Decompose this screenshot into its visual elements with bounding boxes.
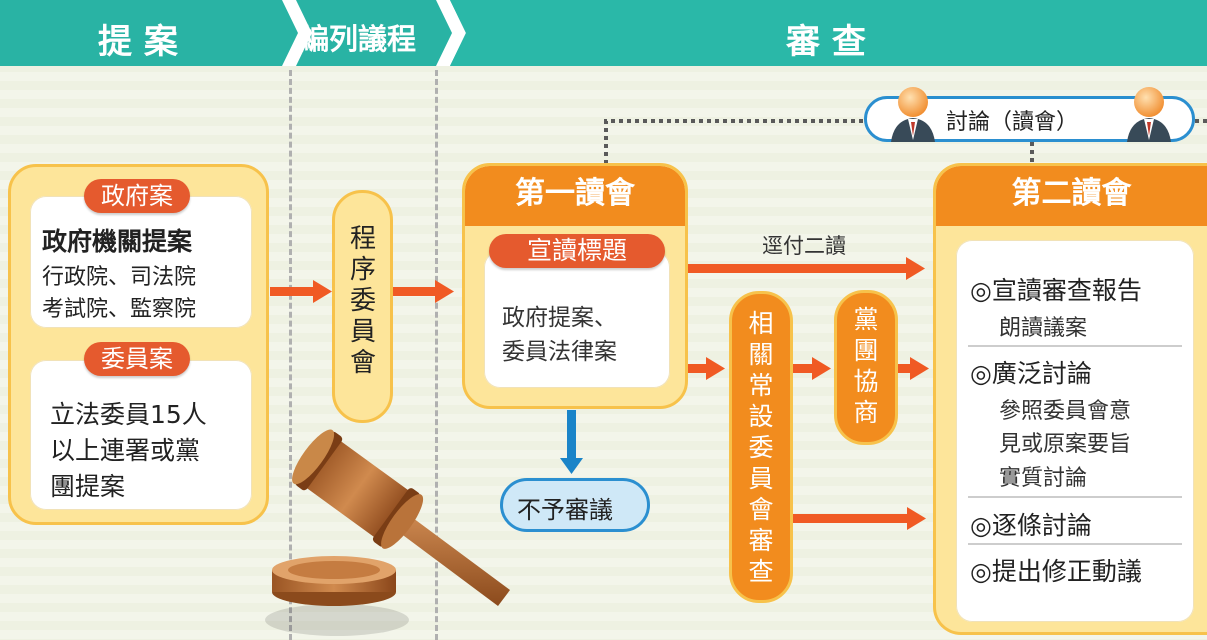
second-reading-item2-head: ◎廣泛討論 — [970, 359, 1092, 388]
second-reading-item2-sub3: 實質討論 — [999, 466, 1088, 491]
discussion-label: 討論（讀會） — [946, 110, 1079, 135]
direct-second-reading-label: 逕付二讀 — [762, 234, 846, 258]
government-bill-label: 政府案 — [84, 179, 190, 213]
person-icon — [891, 87, 935, 142]
header-proposal: 提 案 — [98, 22, 178, 62]
first-reading-line2: 委員法律案 — [502, 339, 617, 365]
divider — [968, 543, 1182, 545]
header-agenda: 編列議程 — [300, 22, 417, 56]
government-bill-line2: 行政院、司法院 — [42, 265, 197, 290]
second-reading-item4-head: ◎提出修正動議 — [970, 557, 1142, 586]
divider — [968, 345, 1182, 347]
first-reading-line1: 政府提案、 — [502, 305, 617, 331]
first-reading-card — [484, 251, 670, 388]
second-reading-item3-head: ◎逐條討論 — [970, 511, 1092, 540]
member-bill-line1: 立法委員15人 — [50, 400, 207, 429]
member-bill-card — [30, 360, 252, 510]
gavel-icon — [265, 429, 510, 636]
party-negotiation-box — [834, 290, 898, 445]
second-reading-card — [956, 240, 1194, 622]
divider-left — [289, 70, 292, 640]
person-icon — [1127, 87, 1171, 142]
government-bill-card — [30, 196, 252, 328]
header-review: 審 查 — [786, 22, 866, 62]
government-bill-line1: 政府機關提案 — [42, 227, 193, 256]
procedure-committee-label: 程序委員會 — [349, 224, 376, 378]
member-bill-line2: 以上連署或黨 — [50, 436, 201, 465]
header-chevrons — [282, 0, 1207, 66]
stage-header-band: 提 案 編列議程 審 查 — [0, 0, 1207, 66]
second-reading-item2-sub1: 參照委員會意 — [999, 399, 1132, 424]
member-bill-label: 委員案 — [84, 342, 190, 376]
standing-committee-label: 相關常設委員會審查 — [748, 309, 774, 586]
first-reading-title: 第一讀會 — [465, 166, 685, 226]
member-bill-line3: 團提案 — [50, 472, 126, 501]
government-bill-line3: 考試院、監察院 — [42, 297, 197, 322]
divider — [968, 496, 1182, 498]
second-reading-title: 第二讀會 — [936, 166, 1207, 226]
no-review-box — [500, 478, 650, 532]
procedure-committee-box — [332, 190, 393, 423]
second-reading-item2-sub2: 見或原案要旨 — [999, 432, 1132, 457]
party-negotiation-label: 黨團協商 — [853, 305, 879, 427]
standing-committee-box — [729, 291, 793, 603]
second-reading-item1-sub1: 朗讀議案 — [999, 316, 1088, 341]
no-review-label: 不予審議 — [517, 496, 613, 524]
second-reading-item1-head: ◎宣讀審查報告 — [970, 276, 1142, 305]
first-reading-pill: 宣讀標題 — [489, 234, 665, 268]
divider-right — [435, 70, 438, 640]
